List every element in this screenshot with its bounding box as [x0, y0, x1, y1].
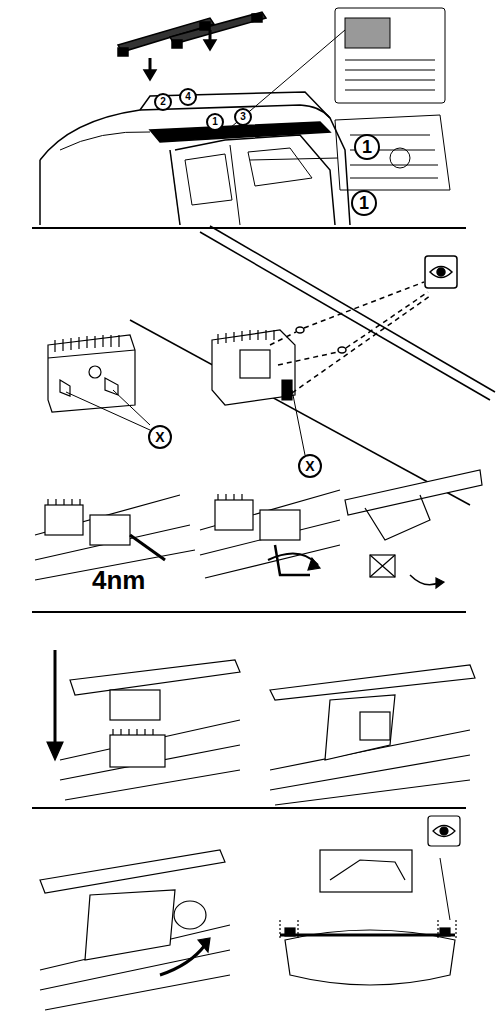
roof-bars	[118, 12, 266, 80]
callout-number: 3	[240, 112, 246, 122]
callout-circle: 2	[154, 93, 172, 111]
roof-rail	[130, 226, 495, 505]
divider	[32, 611, 466, 613]
callout-circle: X	[148, 425, 172, 449]
foot-block-on-rail	[212, 330, 305, 455]
divider	[32, 807, 466, 809]
callout-number: 1	[359, 194, 369, 212]
callout-circle: 1	[351, 190, 377, 216]
callout-circle: X	[298, 454, 322, 478]
callout-number: 1	[362, 138, 372, 156]
bar-cover-closing	[40, 850, 230, 1010]
car-roof	[40, 92, 350, 225]
callout-number: X	[305, 459, 314, 473]
foot-detail-pictures	[230, 8, 450, 190]
torque-value: 4nm	[92, 565, 145, 596]
callout-circle: 1	[206, 113, 224, 131]
callout-circle: 1	[354, 134, 380, 160]
callout-number: 2	[160, 97, 166, 107]
callout-circle: 3	[234, 108, 252, 126]
alignment-dashes	[270, 282, 430, 393]
callout-circle: 4	[179, 88, 197, 106]
callout-number: 4	[185, 92, 191, 102]
callout-number: X	[155, 430, 164, 444]
divider	[32, 227, 466, 229]
foot-block-left	[48, 335, 150, 430]
eye-icon	[425, 256, 457, 288]
car-front-view	[280, 816, 460, 985]
bar-lowering	[47, 650, 475, 805]
callout-number: 1	[212, 117, 218, 127]
